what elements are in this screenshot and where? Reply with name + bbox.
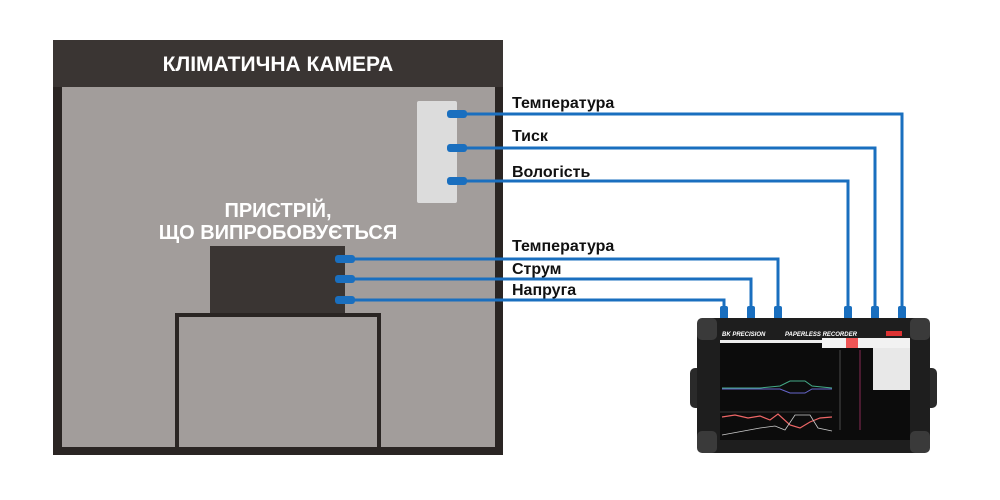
chamber-sensor-panel bbox=[417, 101, 457, 203]
signal-label-voltage: Напруга bbox=[512, 282, 576, 299]
climate-chamber: КЛІМАТИЧНА КАМЕРА ПРИСТРІЙ, ЩО ВИПРОБОВУ… bbox=[53, 40, 503, 455]
connectors bbox=[335, 110, 906, 320]
signal-label-current: Струм bbox=[512, 261, 561, 278]
device-under-test bbox=[210, 246, 345, 313]
recorder-brand: BK PRECISION bbox=[722, 332, 766, 338]
device-label-line2: ЩО ВИПРОБОВУЄТЬСЯ bbox=[159, 222, 398, 244]
signal-label-humidity: Вологість bbox=[512, 164, 591, 181]
device-label-line1: ПРИСТРІЙ, bbox=[224, 198, 331, 222]
paperless-recorder: BK PRECISION PAPERLESS RECORDER bbox=[690, 318, 937, 453]
signal-label-pressure: Тиск bbox=[512, 128, 549, 145]
test-table bbox=[175, 313, 381, 451]
wires bbox=[340, 112, 904, 312]
recorder-model: PAPERLESS RECORDER bbox=[785, 332, 858, 338]
signal-label-device-temperature: Температура bbox=[512, 238, 614, 255]
chamber-title: КЛІМАТИЧНА КАМЕРА bbox=[163, 53, 394, 76]
signal-label-chamber-temperature: Температура bbox=[512, 95, 614, 112]
